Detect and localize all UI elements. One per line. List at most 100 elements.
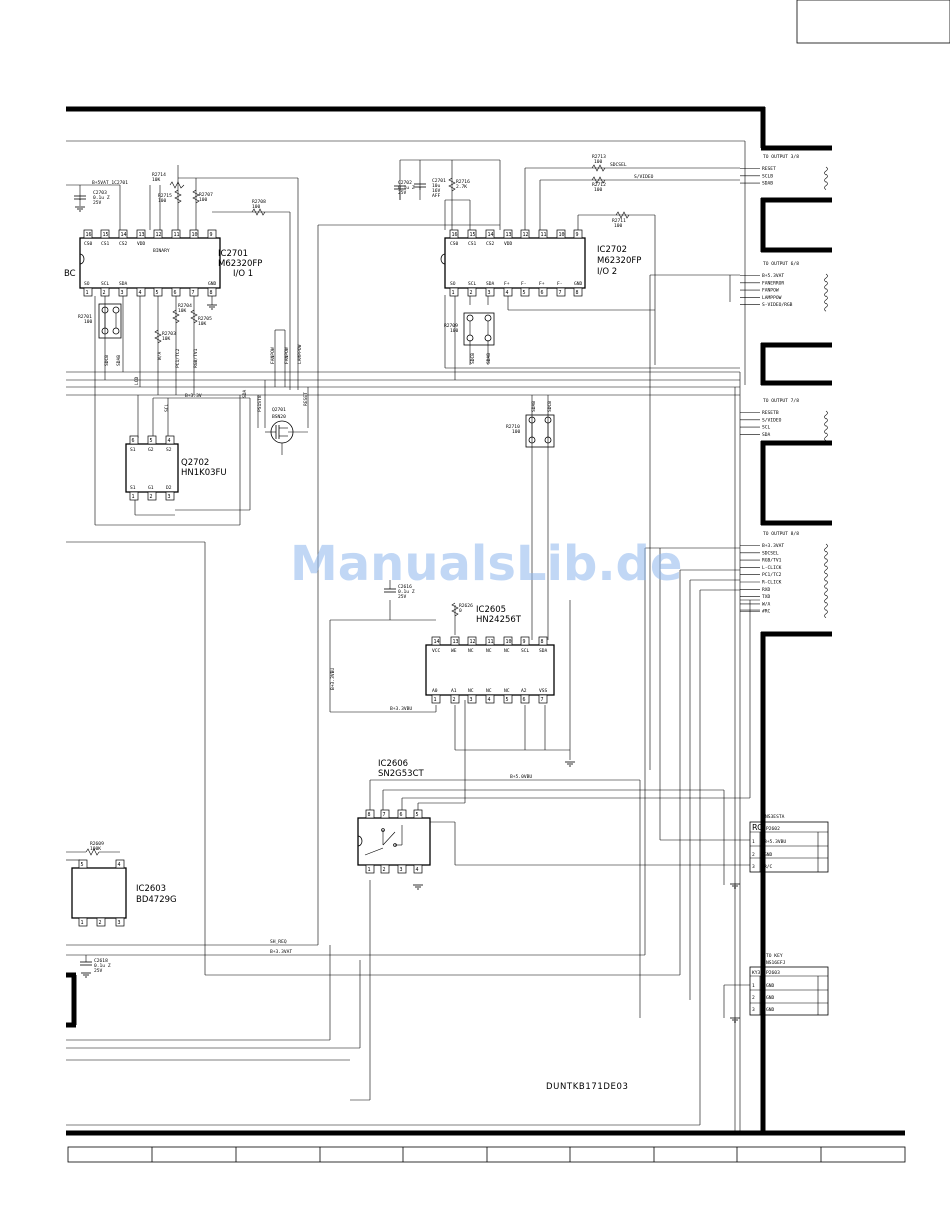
ic2702-pin-1 (449, 287, 459, 297)
svg-text:100: 100 (252, 204, 261, 210)
ic2605-pin-num: 10 (506, 639, 512, 645)
output-signal: W/A (762, 601, 771, 607)
r2707: R2707 100 (192, 189, 213, 204)
c2701: C2701 10u 16V AFF (414, 178, 446, 200)
ic2603-pin-num: 3 (118, 920, 121, 926)
svg-text:3: 3 (752, 1007, 755, 1013)
ic2701-pin-num: 15 (103, 232, 109, 238)
svg-text:100: 100 (450, 328, 459, 334)
output-signal: FANERROR (762, 280, 784, 286)
ic2701-pin-16 (83, 229, 93, 239)
q2701-part: BSN20 (272, 414, 286, 420)
svg-text:0.1u Z: 0.1u Z (398, 589, 415, 595)
ic2701-pin-name: CS2 (119, 241, 128, 247)
q2702-pin-3 (165, 491, 175, 501)
ic2605-pin-name: NC (486, 648, 492, 654)
svg-text:NS16EFJ: NS16EFJ (766, 960, 786, 966)
svg-text:R2713: R2713 (592, 154, 606, 160)
output-signal: L-CLICK (762, 565, 782, 571)
ic2606-pin-num: 3 (400, 867, 403, 873)
q2702-pin-num: 5 (150, 438, 153, 444)
ic2701-name-pin: BINARY (153, 248, 170, 254)
output-signal: SDCSEL (762, 550, 779, 556)
ic2702-pin-name: SCL (468, 281, 477, 287)
r2712: R2712 100 (591, 176, 606, 193)
ic2605-pin-num: 13 (453, 639, 459, 645)
output-title: TO OUTPUT 8/8 (763, 531, 799, 537)
ic2702-pin-num: 5 (523, 290, 526, 296)
ic2605: IC2605 HN24256T (425, 605, 555, 696)
net-sdcsel: SDCSEL (610, 162, 627, 168)
q2702-pin-name: S1 (130, 485, 136, 491)
ic2701-edge-label: BC (64, 269, 76, 279)
ic2605-pin-13 (450, 636, 460, 646)
svg-text:SDAB: SDAB (116, 355, 122, 366)
output-signal: LAMPPOW (762, 295, 782, 301)
svg-text:R2626: R2626 (459, 603, 473, 609)
svg-text:SDAB: SDAB (486, 353, 492, 364)
ic2702-pin-name: CS0 (450, 241, 459, 247)
r2710: R2710 100 (506, 414, 555, 448)
ic2605-pin-name: NC (504, 648, 510, 654)
ic2701-pin-num: 13 (139, 232, 145, 238)
ic2701-pin-num: 6 (174, 290, 177, 296)
ic2605-pin-num: 9 (523, 639, 526, 645)
svg-text:SCL: SCL (164, 403, 170, 412)
r2711: R2711 100 (612, 211, 630, 229)
svg-text:KY3: KY3 (752, 970, 761, 976)
ic2606-pin-1 (365, 864, 375, 874)
svg-text:GND: GND (766, 995, 775, 1001)
ic2605-pin-name: NC (468, 688, 474, 694)
output-signal: R-CLICK (762, 580, 782, 586)
svg-text:SDCB: SDCB (547, 401, 553, 412)
ic2701-pin-6 (171, 287, 181, 297)
svg-text:R2703: R2703 (162, 331, 176, 337)
ic2701: IC2701 M62320FP I/O 1 BINARY BC (64, 237, 262, 289)
c2702: C2702 0.1u Z 25V (394, 180, 415, 200)
ic2701-part: M62320FP (218, 259, 262, 269)
ic2701-pin-name: CS1 (101, 241, 110, 247)
r2626: R2626 0 (451, 602, 473, 617)
r2716: R2716 2.7K (448, 177, 470, 192)
output-block-2: TO OUTPUT 6/8B+5.3VATFANERRORFANPOWLAMPP… (740, 261, 828, 312)
ic2701-pin-2 (100, 287, 110, 297)
svg-text:R2704: R2704 (178, 303, 192, 309)
net-b5vat: B+5VAT_1C2701 (92, 180, 128, 186)
output-signal: PC1/TC2 (762, 572, 782, 578)
svg-text:10K: 10K (152, 177, 161, 183)
ic2605-pin-8 (538, 636, 548, 646)
output-signal: FANPOW (762, 288, 779, 294)
svg-text:100K: 100K (90, 846, 101, 852)
c2616: C2616 0.1u Z 25V (384, 580, 415, 600)
ic2702-pin-num: 3 (488, 290, 491, 296)
svg-text:C2618: C2618 (94, 958, 108, 964)
output-signal: RESET (762, 166, 776, 172)
svg-text:R2715: R2715 (158, 193, 172, 199)
wiring (66, 140, 760, 1133)
ic2605-pin-1 (431, 694, 441, 704)
q2702-pin-num: 4 (168, 438, 171, 444)
ic2702-pin-name: F- (557, 281, 563, 287)
ic2701-pin-7 (189, 287, 199, 297)
ic2702-pin-num: 11 (541, 232, 547, 238)
rc-connector: NS3ESTA RC P2602 1 B+5.3VBU 2 GND 3 R/C (749, 814, 829, 873)
net-b33vat: B+3.3VAT (270, 949, 292, 955)
ic2605-pin-name: VSS (539, 688, 548, 694)
ic2701-pin-num: 2 (103, 290, 106, 296)
resistors: R2714 10K R2715 100 R2707 100 R2708 100 … (66, 154, 630, 856)
output-signal: S-VIDEO/RGB (762, 302, 793, 308)
ic2605-pin-num: 11 (488, 639, 494, 645)
ic2603-pin-num: 1 (81, 920, 84, 926)
ic2605-pin-2 (450, 694, 460, 704)
ic2702-pin-num: 2 (470, 290, 473, 296)
svg-text:C2616: C2616 (398, 584, 412, 590)
ic2702-pin-10 (556, 229, 566, 239)
ic2702-pin-2 (467, 287, 477, 297)
ic2702: IC2702 M62320FP I/O 2 (440, 237, 641, 289)
ic2701-pin-9 (207, 229, 217, 239)
ic2605-pin-num: 4 (488, 697, 491, 703)
ic2606-part: SN2G53CT (378, 769, 424, 779)
ic2603-pin-4 (115, 859, 125, 869)
svg-text:1: 1 (752, 839, 755, 845)
